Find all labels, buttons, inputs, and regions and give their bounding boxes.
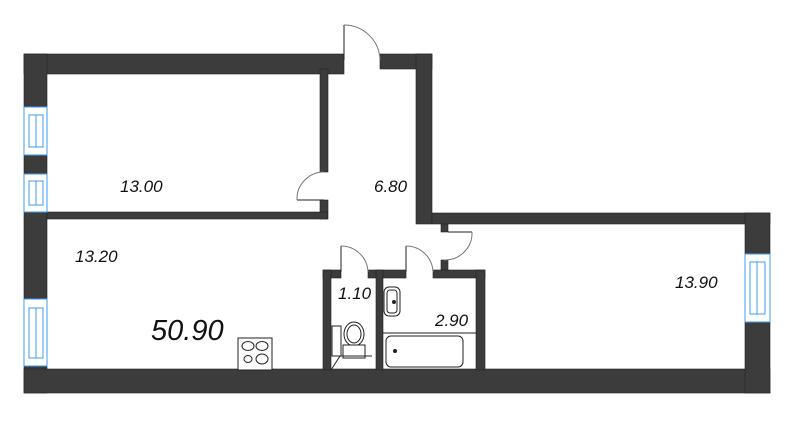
wall-wc-bath-top <box>367 269 407 279</box>
bathtub-icon <box>383 332 476 368</box>
windows <box>23 106 771 367</box>
door-right-room <box>443 231 473 261</box>
wall-wc-left <box>322 269 332 371</box>
door-wc <box>340 245 369 273</box>
room-area-living-kitchen: 13.20 <box>75 247 118 266</box>
sink-icon <box>383 286 401 317</box>
wall-left-pier <box>23 154 48 175</box>
wall-bath-right <box>475 269 486 371</box>
window-left-1 <box>23 106 48 156</box>
room-area-bathroom: 2.90 <box>435 311 469 330</box>
wall-corridor-right <box>415 53 433 225</box>
wall-bottom <box>23 368 771 394</box>
doors <box>296 24 473 273</box>
wall-wc-bath-partition <box>375 269 384 371</box>
wall-top-right <box>431 212 771 225</box>
toilet-icon <box>330 321 372 371</box>
window-right <box>744 253 771 323</box>
door-entrance <box>343 24 381 61</box>
room-area-bedroom: 13.00 <box>120 177 163 196</box>
wall-partition-bedroom-living <box>46 211 328 220</box>
window-left-2 <box>23 173 48 213</box>
wall-stub-right-door-lower <box>440 259 449 271</box>
wall-right-bottom <box>744 321 771 394</box>
door-bedroom <box>296 171 325 201</box>
fixtures <box>237 286 476 371</box>
door-bathroom <box>405 245 434 273</box>
window-left-3 <box>23 298 48 367</box>
wall-stub-right-door <box>440 223 449 233</box>
wall-left-mid <box>23 211 48 300</box>
total-area: 50.90 <box>151 315 224 347</box>
walls <box>23 53 771 394</box>
wall-top-left <box>23 53 345 75</box>
wall-left-top <box>23 53 48 108</box>
wall-corridor-left-top <box>319 68 329 173</box>
stove-icon <box>237 337 273 371</box>
wall-right-top <box>744 212 771 255</box>
room-area-bedroom-right: 13.90 <box>675 273 718 292</box>
room-area-corridor: 6.80 <box>374 177 408 196</box>
room-area-wc: 1.10 <box>338 284 372 303</box>
